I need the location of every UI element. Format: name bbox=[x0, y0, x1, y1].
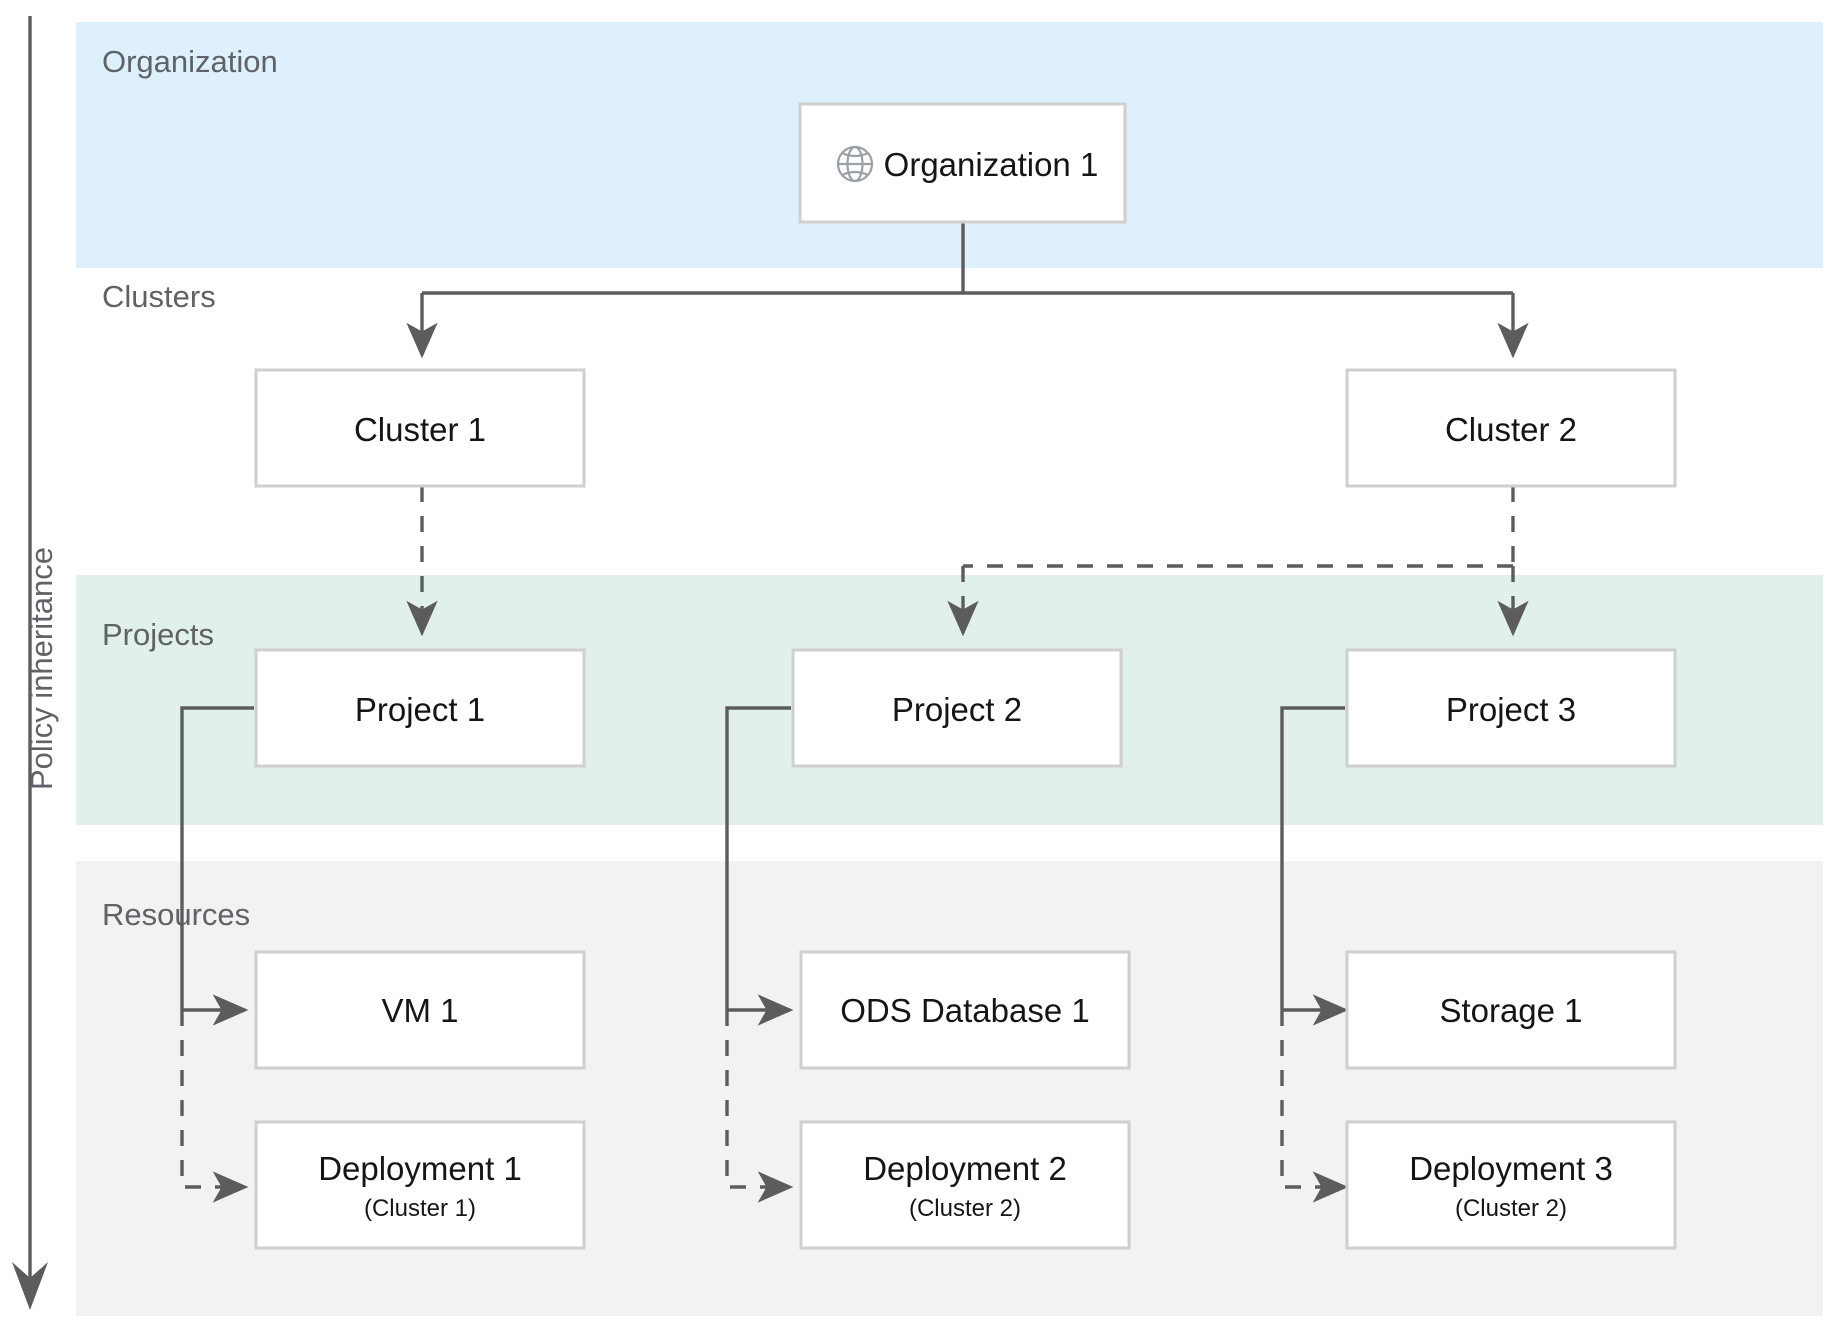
edge-project3-to-deployment3 bbox=[1280, 1010, 1349, 1203]
node-vm-1[interactable]: VM 1 bbox=[254, 950, 586, 1070]
node-cluster-2-box[interactable] bbox=[1345, 368, 1677, 488]
node-deployment-3-box[interactable] bbox=[1345, 1120, 1677, 1250]
node-cluster-1-box[interactable] bbox=[254, 368, 586, 488]
node-deployment-3[interactable]: Deployment 3 (Cluster 2) bbox=[1345, 1120, 1677, 1250]
node-cluster-1[interactable]: Cluster 1 bbox=[254, 368, 586, 488]
node-deployment-1[interactable]: Deployment 1 (Cluster 1) bbox=[254, 1120, 586, 1250]
node-deployment-2-box[interactable] bbox=[799, 1120, 1131, 1250]
node-ods-database-1[interactable]: ODS Database 1 bbox=[799, 950, 1131, 1070]
node-storage-1[interactable]: Storage 1 bbox=[1345, 950, 1677, 1070]
edge-project2-elbow bbox=[725, 706, 791, 1010]
node-organization-1-label: Organization 1 bbox=[884, 146, 1099, 183]
node-deployment-3-label: Deployment 3 bbox=[1409, 1150, 1613, 1187]
node-deployment-1-box[interactable] bbox=[254, 1120, 586, 1250]
edge-project3-elbow bbox=[1280, 706, 1345, 1010]
node-vm-1-box[interactable] bbox=[254, 950, 586, 1070]
band-clusters-label: Clusters bbox=[102, 279, 216, 314]
axis-label: Policy inheritance bbox=[24, 547, 59, 790]
edge-cluster2-to-projects bbox=[947, 486, 1529, 637]
edge-project2-to-resources bbox=[725, 706, 794, 1203]
node-project-2-label: Project 2 bbox=[892, 691, 1022, 728]
arrow-down-icon bbox=[12, 1262, 48, 1310]
node-deployment-1-sublabel: (Cluster 1) bbox=[364, 1195, 476, 1222]
band-projects-label: Projects bbox=[102, 617, 214, 652]
node-project-3-box[interactable] bbox=[1345, 648, 1677, 768]
node-storage-1-box[interactable] bbox=[1345, 950, 1677, 1070]
node-deployment-1-label: Deployment 1 bbox=[318, 1150, 522, 1187]
node-deployment-3-sublabel: (Cluster 2) bbox=[1455, 1195, 1567, 1222]
node-vm-1-label: VM 1 bbox=[381, 992, 458, 1029]
node-deployment-2[interactable]: Deployment 2 (Cluster 2) bbox=[799, 1120, 1131, 1250]
band-organization-label: Organization bbox=[102, 44, 278, 79]
node-deployment-2-sublabel: (Cluster 2) bbox=[909, 1195, 1021, 1222]
edge-org1-to-clusters bbox=[406, 222, 1529, 359]
node-cluster-1-label: Cluster 1 bbox=[354, 411, 486, 448]
edge-project2-to-deployment2 bbox=[725, 1010, 794, 1203]
edge-project1-to-deployment1 bbox=[180, 1010, 249, 1203]
node-project-1-label: Project 1 bbox=[355, 691, 485, 728]
node-organization-1-box[interactable] bbox=[798, 102, 1127, 224]
node-organization-1[interactable]: Organization 1 bbox=[798, 102, 1127, 224]
edge-project1-elbow bbox=[180, 706, 254, 1010]
node-project-3[interactable]: Project 3 bbox=[1345, 648, 1677, 768]
node-project-2-box[interactable] bbox=[791, 648, 1123, 768]
node-ods-database-1-label: ODS Database 1 bbox=[840, 992, 1089, 1029]
edge-project1-to-resources bbox=[180, 706, 254, 1203]
node-ods-database-1-box[interactable] bbox=[799, 950, 1131, 1070]
band-resources-label: Resources bbox=[102, 897, 250, 932]
edge-project3-to-resources bbox=[1280, 706, 1349, 1203]
node-cluster-2-label: Cluster 2 bbox=[1445, 411, 1577, 448]
policy-inheritance-axis: Policy inheritance bbox=[12, 16, 59, 1310]
node-project-1[interactable]: Project 1 bbox=[254, 648, 586, 768]
node-cluster-2[interactable]: Cluster 2 bbox=[1345, 368, 1677, 488]
node-deployment-2-label: Deployment 2 bbox=[863, 1150, 1067, 1187]
node-project-2[interactable]: Project 2 bbox=[791, 648, 1123, 768]
node-project-1-box[interactable] bbox=[254, 648, 586, 768]
node-storage-1-label: Storage 1 bbox=[1439, 992, 1582, 1029]
globe-icon bbox=[836, 145, 874, 183]
node-project-3-label: Project 3 bbox=[1446, 691, 1576, 728]
